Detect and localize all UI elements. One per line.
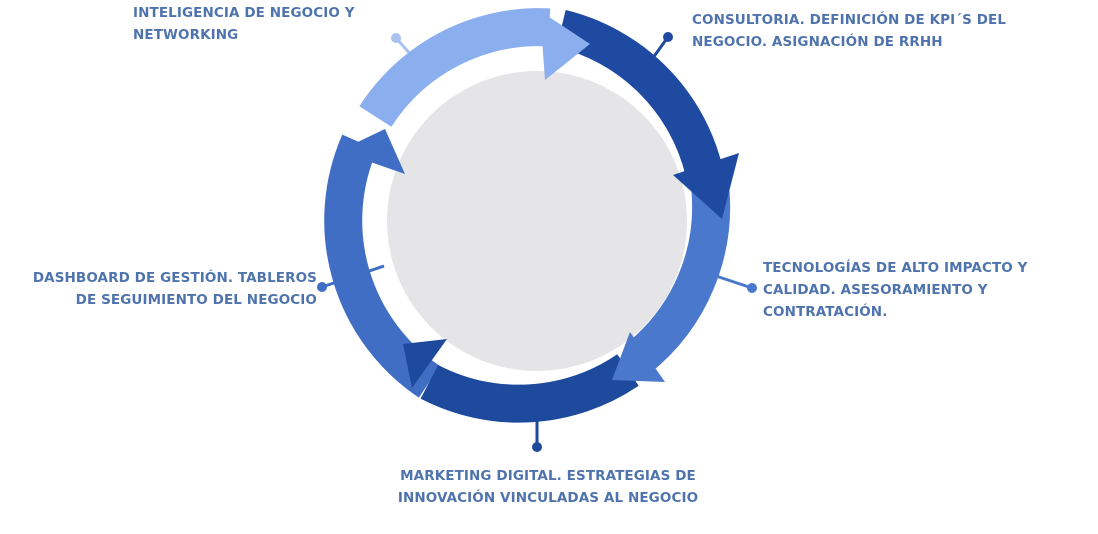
- arrowhead-bottom: [403, 339, 447, 388]
- connector-dot-top-left: [391, 33, 401, 43]
- label-line: NETWORKING: [133, 27, 239, 43]
- label-line: CONSULTORIA. DEFINICIÓN DE KPI´S DEL: [692, 12, 1007, 28]
- label-consulting: CONSULTORIA. DEFINICIÓN DE KPI´S DEL NEG…: [692, 9, 1006, 53]
- connector-dot-top-right: [663, 32, 673, 42]
- arrowhead-right: [612, 332, 665, 382]
- segment-top-left: [359, 8, 551, 128]
- label-technologies: TECNOLOGÍAS DE ALTO IMPACTO Y CALIDAD. A…: [763, 257, 1028, 323]
- segment-left: [324, 134, 441, 398]
- segment-top-right: [556, 10, 723, 176]
- label-digital-marketing: MARKETING DIGITAL. ESTRATEGIAS DE INNOVA…: [378, 465, 718, 509]
- label-line: DE SEGUIMIENTO DEL NEGOCIO: [75, 292, 317, 308]
- label-line: NEGOCIO. ASIGNACIÓN DE RRHH: [692, 34, 943, 50]
- center-disc: [387, 71, 687, 371]
- connector-dot-right: [747, 283, 757, 293]
- arrowhead-top-left: [540, 11, 590, 80]
- label-line: CONTRATACIÓN.: [763, 304, 888, 320]
- segment-bottom: [420, 354, 639, 423]
- segment-right: [625, 183, 731, 374]
- label-business-intelligence: INTELIGENCIA DE NEGOCIO Y NETWORKING: [133, 2, 355, 46]
- label-line: CALIDAD. ASESORAMIENTO Y: [763, 282, 988, 298]
- label-line: TECNOLOGÍAS DE ALTO IMPACTO Y: [763, 260, 1028, 276]
- cycle-ring: [324, 8, 731, 423]
- connector-dot-bottom: [532, 442, 542, 452]
- label-dashboard: DASHBOARD DE GESTIÓN. TABLEROS DE SEGUIM…: [33, 267, 317, 311]
- label-line: INNOVACIÓN VINCULADAS AL NEGOCIO: [397, 490, 699, 506]
- label-line: MARKETING DIGITAL. ESTRATEGIAS DE: [400, 468, 696, 484]
- label-line: DASHBOARD DE GESTIÓN. TABLEROS: [32, 270, 317, 286]
- arrowhead-left: [339, 129, 405, 174]
- label-line: INTELIGENCIA DE NEGOCIO Y: [133, 5, 355, 21]
- connector-dot-left: [317, 282, 327, 292]
- arrowhead-top-right: [673, 153, 739, 219]
